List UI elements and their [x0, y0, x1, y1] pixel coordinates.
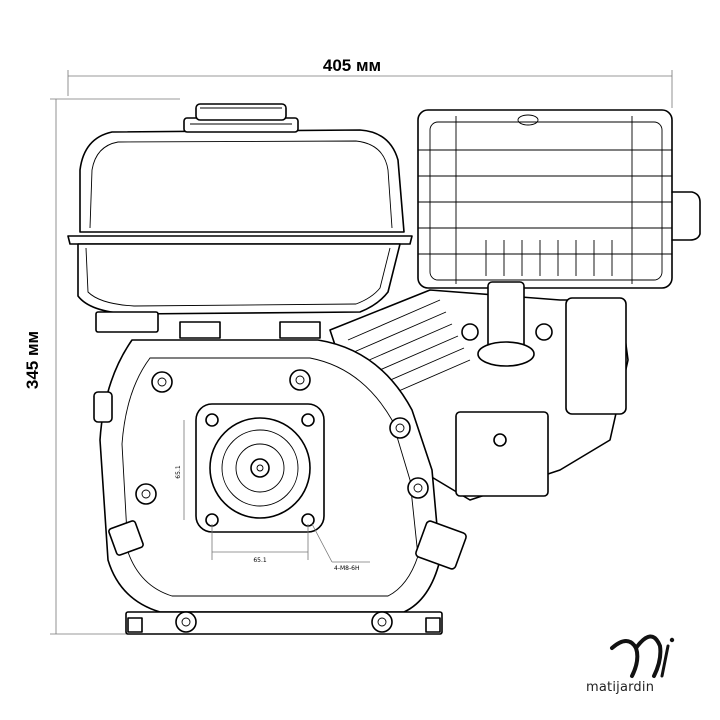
bolt-spec-label: 4-M8-6H — [334, 565, 359, 572]
brand-name: matijardin — [586, 680, 655, 695]
width-dimension: 405 мм — [67, 56, 673, 108]
height-dimension: 345 мм — [23, 98, 180, 635]
fuel-tank — [67, 103, 413, 315]
height-label: 345 мм — [23, 331, 42, 389]
flange-horizontal-dim: 65.1 — [253, 557, 267, 564]
flange-vertical-dim: 65.1 — [175, 465, 182, 479]
matijardin-logo-icon — [610, 634, 675, 678]
shaft-flange: 65.1 65.1 4-M8-6H — [175, 403, 370, 572]
recoil-guard — [417, 109, 701, 289]
width-label: 405 мм — [323, 56, 381, 75]
crankcase-bolts — [135, 369, 429, 633]
